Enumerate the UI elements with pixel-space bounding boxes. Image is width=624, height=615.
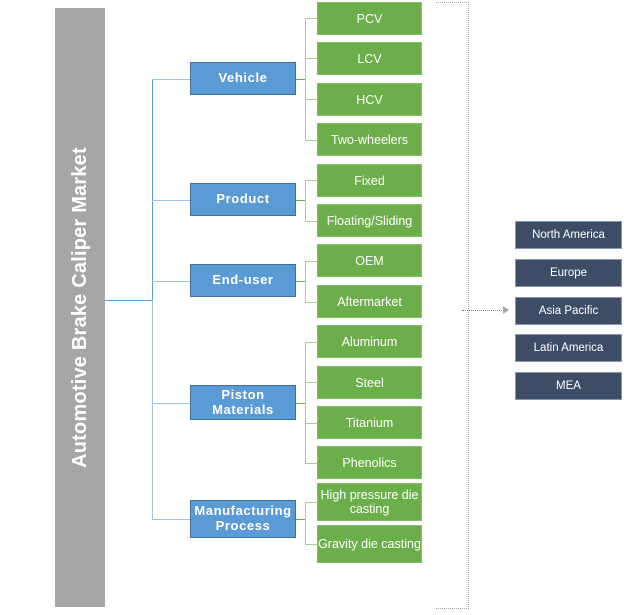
category-box-piston-materials[interactable]: Piston Materials: [190, 385, 296, 420]
connector-arm-end-user: [152, 281, 191, 282]
leaf-box-two-wheelers[interactable]: Two-wheelers: [317, 123, 422, 156]
leaf-label: Steel: [355, 375, 384, 390]
category-label: End-user: [212, 272, 274, 288]
green-arm-oem: [305, 261, 318, 262]
region-box-mea[interactable]: MEA: [515, 372, 622, 400]
green-stub-piston-materials: [296, 403, 306, 404]
connector-arm-vehicle: [152, 79, 191, 80]
category-box-end-user[interactable]: End-user: [190, 264, 296, 297]
brace-top-arm: [436, 2, 469, 3]
brace-arrow-head-icon: [503, 306, 509, 314]
green-spine-manufacturing-process: [305, 502, 306, 544]
green-arm-titanium: [305, 423, 318, 424]
green-stub-manufacturing-process: [296, 519, 306, 520]
green-arm-two-wheelers: [305, 140, 318, 141]
leaf-label: Phenolics: [342, 455, 397, 470]
green-arm-hcv: [305, 99, 318, 100]
leaf-box-steel[interactable]: Steel: [317, 366, 422, 399]
leaf-box-pcv[interactable]: PCV: [317, 2, 422, 35]
leaf-label: Titanium: [345, 415, 394, 430]
connector-spine-upper: [152, 79, 153, 301]
leaf-box-oem[interactable]: OEM: [317, 244, 422, 277]
leaf-box-fixed[interactable]: Fixed: [317, 164, 422, 197]
green-spine-product: [305, 180, 306, 221]
region-box-asia-pacific[interactable]: Asia Pacific: [515, 297, 622, 325]
green-arm-pcv: [305, 18, 318, 19]
region-label: Latin America: [533, 342, 604, 354]
green-spine-end-user: [305, 261, 306, 302]
region-box-latin-america[interactable]: Latin America: [515, 334, 622, 362]
green-arm-high-pressure-die-casting: [305, 502, 318, 503]
connector-arm-product: [152, 200, 191, 201]
connector-arm-piston-materials: [152, 403, 191, 404]
green-spine-vehicle: [305, 18, 306, 140]
leaf-label: Gravity die casting: [318, 537, 421, 551]
leaf-label: LCV: [357, 51, 382, 66]
leaf-label: PCV: [356, 11, 383, 26]
leaf-box-high-pressure-die-casting[interactable]: High pressure die casting: [317, 483, 422, 521]
region-label: Europe: [549, 267, 588, 279]
green-arm-gravity-die-casting: [305, 544, 318, 545]
leaf-label: Two-wheelers: [330, 132, 409, 147]
green-arm-floating-sliding: [305, 221, 318, 222]
leaf-box-phenolics[interactable]: Phenolics: [317, 446, 422, 479]
leaf-label: Aluminum: [341, 334, 398, 349]
category-label: Manufacturing Process: [194, 503, 292, 533]
green-stub-vehicle: [296, 79, 306, 80]
region-label: MEA: [556, 380, 581, 392]
category-box-product[interactable]: Product: [190, 183, 296, 216]
region-label: North America: [532, 229, 605, 241]
brace-spine: [468, 2, 469, 609]
green-arm-aftermarket: [305, 302, 318, 303]
category-box-manufacturing-process[interactable]: Manufacturing Process: [190, 500, 296, 538]
green-stub-product: [296, 200, 306, 201]
category-box-vehicle[interactable]: Vehicle: [190, 62, 296, 95]
market-title-bar: Automotive Brake Caliper Market: [55, 8, 105, 607]
green-arm-aluminum: [305, 342, 318, 343]
region-box-europe[interactable]: Europe: [515, 259, 622, 287]
page-title: Automotive Brake Caliper Market: [68, 147, 91, 468]
leaf-box-lcv[interactable]: LCV: [317, 42, 422, 75]
green-arm-lcv: [305, 58, 318, 59]
leaf-box-hcv[interactable]: HCV: [317, 83, 422, 116]
leaf-label: Fixed: [354, 173, 385, 188]
leaf-label: High pressure die casting: [320, 488, 419, 516]
leaf-box-titanium[interactable]: Titanium: [317, 406, 422, 439]
leaf-label: Floating/Sliding: [326, 213, 413, 228]
leaf-box-aftermarket[interactable]: Aftermarket: [317, 285, 422, 318]
connector-spine-lower: [152, 300, 153, 519]
category-label: Product: [216, 191, 270, 207]
connector-trunk-stem: [105, 300, 153, 301]
green-stub-end-user: [296, 281, 306, 282]
leaf-box-floating-sliding[interactable]: Floating/Sliding: [317, 204, 422, 237]
category-label: Vehicle: [218, 70, 268, 86]
region-box-north-america[interactable]: North America: [515, 221, 622, 249]
green-arm-phenolics: [305, 463, 318, 464]
leaf-label: OEM: [355, 253, 384, 268]
green-spine-piston-materials: [305, 342, 306, 463]
brace-bottom-arm: [436, 608, 469, 609]
green-arm-steel: [305, 382, 318, 383]
leaf-label: Aftermarket: [337, 294, 402, 309]
category-label: Piston Materials: [212, 386, 274, 417]
region-label: Asia Pacific: [538, 305, 599, 317]
leaf-box-gravity-die-casting[interactable]: Gravity die casting: [317, 525, 422, 563]
brace-pointer-line: [462, 310, 504, 311]
connector-arm-manufacturing-process: [152, 519, 191, 520]
leaf-box-aluminum[interactable]: Aluminum: [317, 325, 422, 358]
green-arm-fixed: [305, 180, 318, 181]
leaf-label: HCV: [356, 92, 383, 107]
